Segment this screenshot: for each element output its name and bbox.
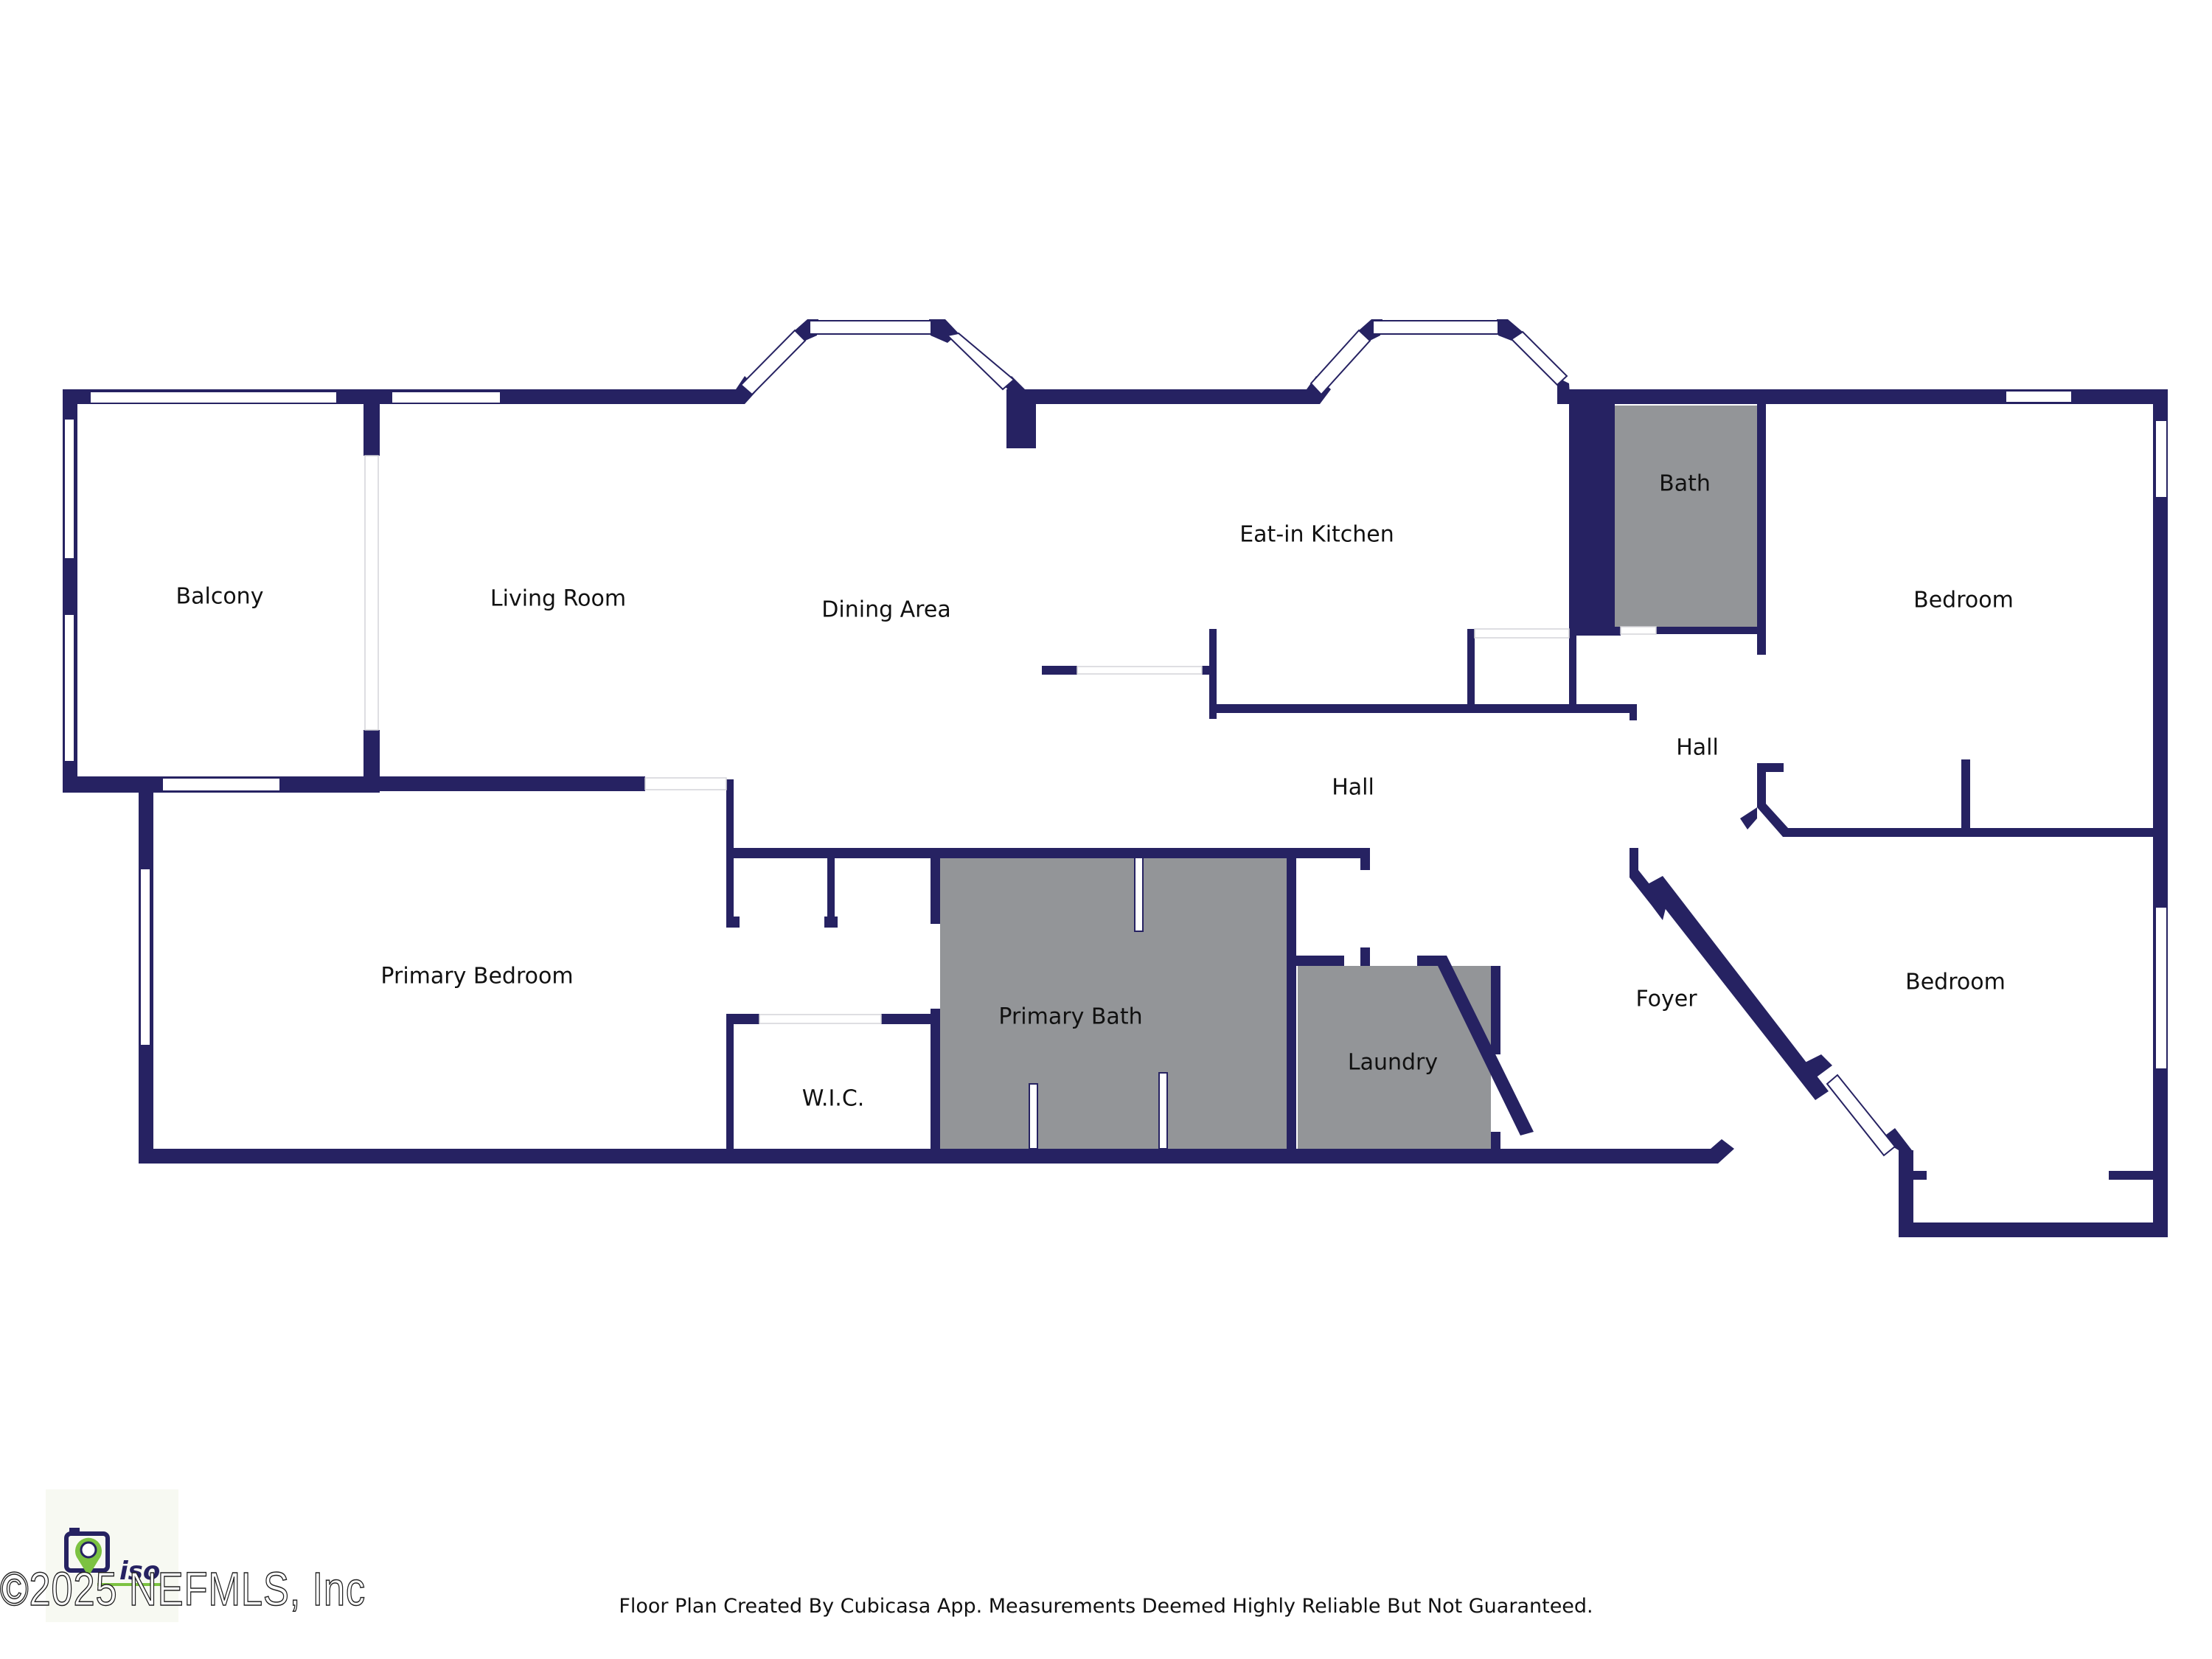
partition-top [1134,857,1144,932]
label-balcony: Balcony [176,584,264,610]
opening-living-primary [644,777,727,790]
window-living-top [391,391,501,404]
partition-bottom-2 [1158,1072,1168,1150]
window-bay1-right [945,332,1015,391]
label-primary-bath: Primary Bath [998,1004,1142,1030]
label-hall-main: Hall [1332,775,1374,801]
opening-bath-hall [1620,626,1657,635]
window-balcony-top [89,391,338,404]
label-living-room: Living Room [490,586,626,612]
label-eat-in-kitchen: Eat-in Kitchen [1239,522,1394,548]
label-bedroom-2: Bedroom [1913,588,2014,613]
label-primary-bedroom: Primary Bedroom [380,964,573,990]
opening-balcony-living [364,455,379,731]
door-openings [364,455,1657,1024]
opening-wic [759,1014,882,1024]
window-bay2-left [1310,329,1371,396]
window-bay1-top [809,320,932,335]
disclaimer-text: Floor Plan Created By Cubicasa App. Meas… [619,1595,1593,1618]
window-bedroom3-right [2154,906,2168,1070]
partition-bottom-1 [1029,1083,1038,1150]
opening-pantry [1474,628,1570,639]
label-dining-area: Dining Area [821,597,950,623]
label-hall-small: Hall [1676,735,1719,761]
primary-bath-floor [940,858,1287,1149]
window-bay2-right [1510,330,1568,386]
label-bedroom-3: Bedroom [1905,970,2006,995]
window-bedroom3-diagonal [1826,1074,1896,1157]
camera-pin-icon: iso [64,1528,164,1586]
windows [63,320,2168,1157]
window-bedroom2-right [2154,420,2168,498]
label-laundry: Laundry [1348,1050,1438,1076]
window-balcony-left-1 [63,418,75,560]
label-foyer: Foyer [1635,987,1697,1012]
copyright-watermark: ©2025 NEFMLS, Inc [0,1562,366,1616]
window-bedroom2-top [2005,390,2073,403]
shaded-rooms [940,406,1757,1149]
window-balcony-bottom [161,777,281,792]
opening-kitchen-passthrough [1077,666,1203,675]
window-balcony-left-2 [63,613,75,762]
label-wic: W.I.C. [802,1086,865,1112]
window-bay2-top [1372,320,1499,335]
window-primary-left [139,868,151,1046]
window-bay1-left [740,329,807,396]
label-bath: Bath [1659,471,1711,497]
bath-floor [1606,406,1757,627]
iso-logo: iso [46,1489,178,1622]
bath-partitions [1029,857,1168,1150]
svg-text:iso: iso [119,1557,160,1586]
room-labels: Balcony Living Room Dining Area Eat-in K… [176,471,2014,1112]
